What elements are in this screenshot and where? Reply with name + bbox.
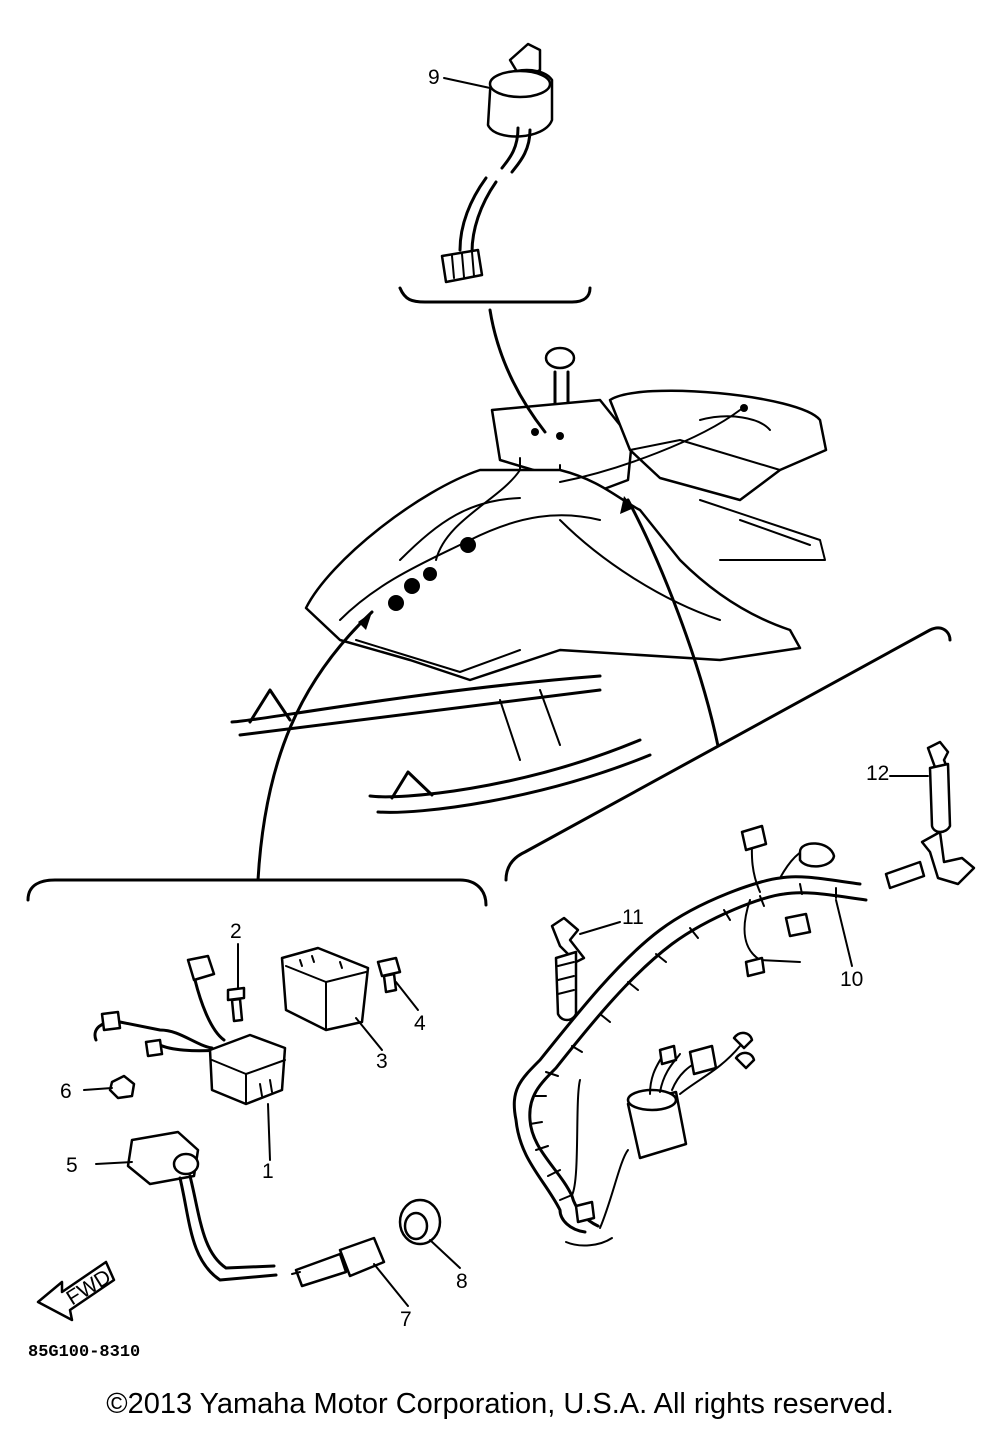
group-bracket-top (398, 286, 592, 304)
pointer-arrow-ignition (256, 610, 374, 882)
pointer-arrow-switch (488, 308, 547, 434)
screw-part-4[interactable] (376, 956, 402, 994)
callout-4: 4 (414, 1012, 426, 1035)
ignition-coil-part-5[interactable] (126, 1130, 278, 1282)
callout-9: 9 (428, 66, 440, 89)
callout-12: 12 (866, 762, 889, 785)
group-bracket-left (26, 878, 488, 907)
callout-7: 7 (400, 1308, 412, 1331)
copyright-notice: ©2013 Yamaha Motor Corporation, U.S.A. A… (106, 1388, 894, 1420)
nut-part-6[interactable] (108, 1074, 136, 1100)
snowmobile-illustration (230, 346, 828, 814)
drawing-code: 85G100-8310 (28, 1343, 140, 1362)
callout-6: 6 (60, 1080, 72, 1103)
callout-1: 1 (262, 1160, 274, 1183)
wire-harness-part-10[interactable] (512, 824, 976, 1247)
callout-11: 11 (622, 906, 644, 929)
leader-lines (83, 77, 929, 1307)
cdi-unit-part-1[interactable] (93, 954, 287, 1106)
main-switch-part-9[interactable] (440, 42, 554, 284)
band-part-12[interactable] (926, 740, 952, 834)
callout-10: 10 (840, 968, 863, 991)
forward-direction-arrow: FWD (36, 1260, 116, 1322)
group-bracket-right (504, 626, 952, 882)
callout-5: 5 (66, 1154, 78, 1177)
spark-plug-part-7[interactable] (291, 1236, 386, 1288)
callout-3: 3 (376, 1050, 388, 1073)
spark-plug-cap-part-8[interactable] (398, 1198, 442, 1246)
pointer-arrow-harness (626, 498, 720, 748)
band-part-11[interactable] (550, 916, 586, 1022)
callout-labels: 1 2 3 4 5 6 7 8 9 10 11 12 (60, 66, 889, 1331)
bolt-part-2[interactable] (226, 986, 246, 1023)
callout-2: 2 (230, 920, 242, 943)
rectifier-regulator-part-3[interactable] (280, 946, 370, 1032)
callout-8: 8 (456, 1270, 468, 1293)
